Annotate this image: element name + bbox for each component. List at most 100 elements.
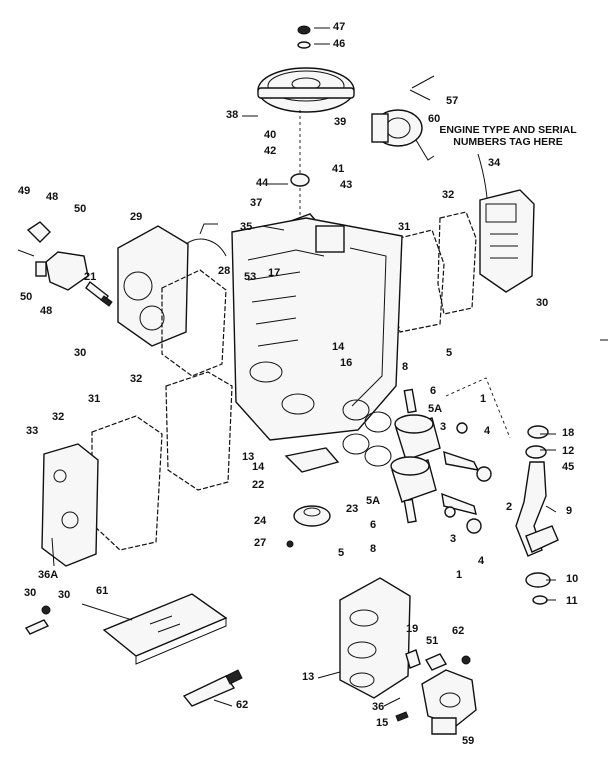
callout: 14 xyxy=(252,461,265,473)
piston-lower xyxy=(390,456,437,503)
piston-rings xyxy=(342,399,392,467)
callout: 30 xyxy=(74,347,87,359)
callout: 61 xyxy=(96,585,109,597)
gasket-32-right xyxy=(437,211,477,315)
callout: 43 xyxy=(340,179,353,191)
callout: 50 xyxy=(20,291,33,303)
wrist-pin xyxy=(403,388,417,414)
callout: 44 xyxy=(256,177,269,189)
callout: 12 xyxy=(562,445,575,457)
callout: 1 xyxy=(480,393,487,405)
callout: 13 xyxy=(302,671,315,683)
callout: 9 xyxy=(566,505,573,517)
engine-tag-note: ENGINE TYPE AND SERIAL NUMBERS TAG HERE xyxy=(439,124,577,149)
callout: 30 xyxy=(58,589,71,601)
callout: 34 xyxy=(488,157,501,169)
screw-left xyxy=(24,605,51,635)
callout: 14 xyxy=(332,341,345,353)
wire-harness xyxy=(185,223,227,257)
callout: 16 xyxy=(340,357,353,369)
callout: 37 xyxy=(250,197,263,209)
gasket-31-left xyxy=(165,371,233,491)
callout: 6 xyxy=(370,519,377,531)
bolt-36a xyxy=(51,537,55,567)
callout: 1 xyxy=(456,569,463,581)
callout: 57 xyxy=(446,95,459,107)
callout: 18 xyxy=(562,427,575,439)
wrist-pin-lower xyxy=(403,498,417,524)
transfer-port-cover xyxy=(117,225,189,347)
callout: 21 xyxy=(84,271,97,283)
spark-plug xyxy=(85,280,113,307)
callout: 8 xyxy=(402,361,409,373)
callout: 62 xyxy=(452,625,465,637)
callout: 50 xyxy=(74,203,87,215)
piston-upper xyxy=(394,414,441,461)
callout: 36A xyxy=(38,569,59,581)
cylinder-block xyxy=(231,217,403,441)
callout: 28 xyxy=(218,265,231,277)
callout: 31 xyxy=(88,393,101,405)
callout: 30 xyxy=(24,587,37,599)
owners-booklet xyxy=(102,593,228,665)
bolt xyxy=(411,75,435,89)
callout: 33 xyxy=(26,425,39,437)
callout: 11 xyxy=(566,595,578,607)
callout: 5A xyxy=(366,495,381,507)
seal-housing xyxy=(293,505,331,527)
callout: 5 xyxy=(338,547,345,559)
callout: 32 xyxy=(52,411,65,423)
flywheel xyxy=(257,67,355,113)
callout: 3 xyxy=(450,533,457,545)
ignition-coil-assembly xyxy=(371,109,435,161)
callout: 3 xyxy=(440,421,447,433)
gasket-32-left xyxy=(91,415,163,551)
callout: 59 xyxy=(462,735,475,747)
callout: 40 xyxy=(264,129,277,141)
callout: 29 xyxy=(130,211,143,223)
callout: 31 xyxy=(398,221,411,233)
callout: 2 xyxy=(506,501,513,513)
callout: 39 xyxy=(334,116,347,128)
callout: 53 xyxy=(244,271,257,283)
callout: 36 xyxy=(372,701,385,713)
callout: 5A xyxy=(428,403,443,415)
carb-small-parts xyxy=(383,649,471,722)
nut-and-washer xyxy=(297,25,311,49)
callout: 27 xyxy=(254,537,267,549)
callout: 45 xyxy=(562,461,575,473)
callout: 49 xyxy=(18,185,31,197)
callout: 13 xyxy=(242,451,255,463)
callout: 41 xyxy=(332,163,345,175)
callout: 4 xyxy=(484,425,491,437)
bearing-cage xyxy=(284,447,340,473)
callout: 17 xyxy=(268,267,281,279)
leader-lines xyxy=(81,27,608,707)
callout: 32 xyxy=(442,189,455,201)
callout: 23 xyxy=(346,503,359,515)
callout: 6 xyxy=(430,385,437,397)
callout: 60 xyxy=(428,113,441,125)
crankshaft xyxy=(515,425,559,605)
sealant-tube xyxy=(182,669,243,707)
rear-exhaust-cover xyxy=(479,189,535,293)
callout: 19 xyxy=(406,623,419,635)
intake-manifold xyxy=(339,577,411,699)
linkage-parts-left xyxy=(17,221,89,291)
callout: 15 xyxy=(376,717,389,729)
callout: 5 xyxy=(446,347,453,359)
callout: 48 xyxy=(46,191,59,203)
callout: 8 xyxy=(370,543,377,555)
callout: 46 xyxy=(333,38,346,50)
screw-27 xyxy=(286,540,294,548)
connecting-rods xyxy=(441,377,511,534)
callout: 42 xyxy=(264,145,277,157)
callout: 24 xyxy=(254,515,267,527)
callout: 22 xyxy=(252,479,265,491)
gasket-left-cover xyxy=(161,269,227,377)
callout: 51 xyxy=(426,635,439,647)
callout: 4 xyxy=(478,555,485,567)
carburetor xyxy=(421,669,477,735)
callout: 48 xyxy=(40,305,53,317)
callout: 62 xyxy=(236,699,249,711)
